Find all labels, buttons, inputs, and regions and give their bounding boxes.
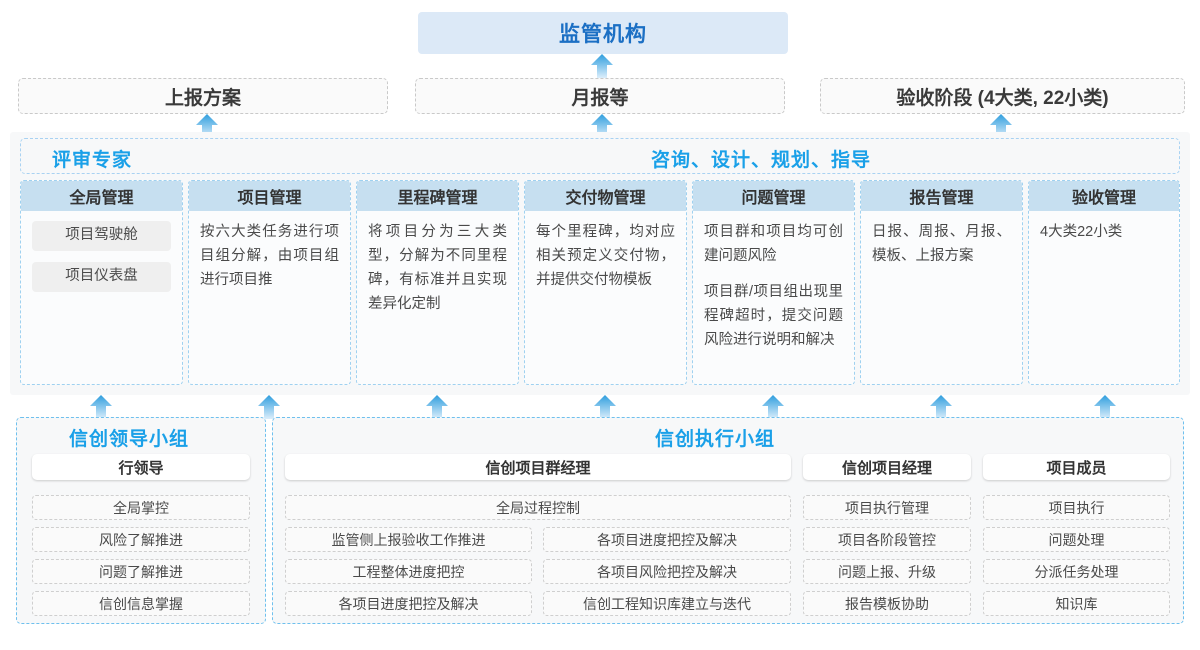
capability-column-4[interactable]: 问题管理 项目群和项目均可创建问题风险 项目群/项目组出现里程碑超时，提交问题风… — [692, 180, 855, 385]
column-header: 报告管理 — [861, 181, 1022, 211]
task-item[interactable]: 全局掌控 — [32, 495, 250, 520]
column-header: 问题管理 — [693, 181, 854, 211]
task-item[interactable]: 报告模板协助 — [803, 591, 971, 616]
role-project-manager[interactable]: 信创项目经理 — [803, 454, 971, 480]
capability-column-5[interactable]: 报告管理 日报、周报、月报、模板、上报方案 — [860, 180, 1023, 385]
arrow-to-column-6 — [1094, 395, 1116, 419]
column-paragraph: 4大类22小类 — [1040, 224, 1123, 240]
regulator-title: 监管机构 — [418, 12, 788, 54]
task-item[interactable]: 各项目风险把控及解决 — [543, 559, 791, 584]
column-paragraph: 项目群/项目组出现里程碑超时，提交问题风险进行说明和解决 — [704, 283, 843, 348]
execution-group-title: 信创执行小组 — [655, 429, 776, 450]
submission-card-2: 验收阶段 (4大类, 22小类) — [820, 78, 1185, 114]
arrow-to-column-2 — [426, 395, 448, 419]
submission-card-0: 上报方案 — [18, 78, 388, 114]
column-pill: 项目仪表盘 — [32, 262, 171, 292]
task-item[interactable]: 各项目进度把控及解决 — [543, 527, 791, 552]
column-body: 日报、周报、月报、模板、上报方案 — [861, 211, 1022, 277]
task-item[interactable]: 问题了解推进 — [32, 559, 250, 584]
arrow-to-submission-2 — [990, 114, 1012, 138]
arrow-to-column-0 — [90, 395, 112, 419]
task-item[interactable]: 项目执行管理 — [803, 495, 971, 520]
column-header: 全局管理 — [21, 181, 182, 211]
column-header: 项目管理 — [189, 181, 350, 211]
arrow-to-column-5 — [930, 395, 952, 419]
column-paragraph: 每个里程碑，均对应相关预定义交付物，并提供交付物模板 — [536, 224, 675, 288]
middle-label-reviewers: 评审专家 — [52, 150, 133, 171]
column-body: 每个里程碑，均对应相关预定义交付物，并提供交付物模板 — [525, 211, 686, 301]
column-pill: 项目驾驶舱 — [32, 221, 171, 251]
task-item[interactable]: 工程整体进度把控 — [285, 559, 532, 584]
column-paragraph: 项目群和项目均可创建问题风险 — [704, 224, 843, 264]
capability-column-1[interactable]: 项目管理 按六大类任务进行项目组分解，由项目组进行项目推 — [188, 180, 351, 385]
capability-column-0[interactable]: 全局管理 项目驾驶舱 项目仪表盘 — [20, 180, 183, 385]
arrow-to-column-4 — [762, 395, 784, 419]
task-item[interactable]: 信创工程知识库建立与迭代 — [543, 591, 791, 616]
column-header: 交付物管理 — [525, 181, 686, 211]
column-paragraph: 按六大类任务进行项目组分解，由项目组进行项目推 — [200, 224, 339, 288]
task-item-global-process[interactable]: 全局过程控制 — [285, 495, 791, 520]
execution-group — [272, 417, 1184, 624]
column-paragraph: 将项目分为三大类型，分解为不同里程碑，有标准并且实现差异化定制 — [368, 224, 507, 312]
arrow-to-column-3 — [594, 395, 616, 419]
column-body: 项目驾驶舱 项目仪表盘 — [21, 211, 182, 311]
task-item[interactable]: 问题上报、升级 — [803, 559, 971, 584]
task-item[interactable]: 监管侧上报验收工作推进 — [285, 527, 532, 552]
task-item[interactable]: 各项目进度把控及解决 — [285, 591, 532, 616]
column-body: 4大类22小类 — [1029, 211, 1179, 253]
column-body: 项目群和项目均可创建问题风险 项目群/项目组出现里程碑超时，提交问题风险进行说明… — [693, 211, 854, 361]
column-header: 里程碑管理 — [357, 181, 518, 211]
middle-label-consulting: 咨询、设计、规划、指导 — [651, 150, 872, 171]
arrow-to-submission-1 — [591, 114, 613, 138]
task-item[interactable]: 问题处理 — [983, 527, 1170, 552]
role-program-manager[interactable]: 信创项目群经理 — [285, 454, 791, 480]
task-item[interactable]: 知识库 — [983, 591, 1170, 616]
capability-column-2[interactable]: 里程碑管理 将项目分为三大类型，分解为不同里程碑，有标准并且实现差异化定制 — [356, 180, 519, 385]
capability-column-3[interactable]: 交付物管理 每个里程碑，均对应相关预定义交付物，并提供交付物模板 — [524, 180, 687, 385]
arrow-to-submission-0 — [196, 114, 218, 138]
arrow-to-column-1 — [258, 395, 280, 419]
column-body: 将项目分为三大类型，分解为不同里程碑，有标准并且实现差异化定制 — [357, 211, 518, 325]
task-item[interactable]: 风险了解推进 — [32, 527, 250, 552]
middle-label-box — [20, 138, 1180, 174]
task-item[interactable]: 项目执行 — [983, 495, 1170, 520]
column-header: 验收管理 — [1029, 181, 1179, 211]
task-item[interactable]: 信创信息掌握 — [32, 591, 250, 616]
column-body: 按六大类任务进行项目组分解，由项目组进行项目推 — [189, 211, 350, 301]
column-paragraph: 日报、周报、月报、模板、上报方案 — [872, 224, 1011, 264]
leadership-group-title: 信创领导小组 — [69, 429, 190, 450]
role-project-member[interactable]: 项目成员 — [983, 454, 1170, 480]
capability-column-6[interactable]: 验收管理 4大类22小类 — [1028, 180, 1180, 385]
task-item[interactable]: 分派任务处理 — [983, 559, 1170, 584]
leadership-group — [16, 417, 266, 624]
submission-card-1: 月报等 — [415, 78, 785, 114]
arrow-to-regulator — [591, 54, 613, 78]
role-bank-leader[interactable]: 行领导 — [32, 454, 250, 480]
task-item[interactable]: 项目各阶段管控 — [803, 527, 971, 552]
